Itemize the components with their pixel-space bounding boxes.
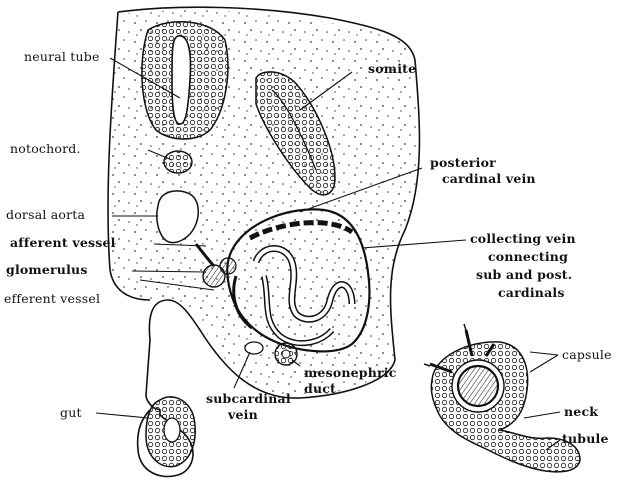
label-collecting-vein-line4: cardinals [498,286,565,300]
label-tubule: tubule [562,432,609,446]
label-mesonephric-duct-line2: duct [304,382,336,396]
label-glomerulus: glomerulus [6,263,88,277]
label-somite: somite [368,62,416,76]
label-collecting-vein-line2: connecting [488,250,568,264]
label-efferent-vessel: efferent vessel [4,292,100,306]
label-neck: neck [564,405,598,419]
label-notochord: notochord. [10,142,81,156]
label-neural-tube: neural tube [24,50,100,64]
subcardinal-vein-shape [245,342,263,354]
gut-shape [146,397,195,467]
notochord-shape [164,151,192,173]
label-collecting-vein-line3: sub and post. [476,268,572,282]
label-dorsal-aorta: dorsal aorta [6,208,85,222]
label-capsule: capsule [562,348,612,362]
label-afferent-vessel: afferent vessel [10,236,116,250]
label-posterior-cardinal-vein-line2: cardinal vein [442,172,536,186]
label-gut: gut [60,406,82,420]
label-posterior-cardinal-vein-line1: posterior [430,156,496,170]
label-collecting-vein-line1: collecting vein [470,232,576,246]
label-subcardinal-vein-line2: vein [228,408,258,422]
label-mesonephric-duct-line1: mesonephric [304,366,397,380]
label-subcardinal-vein-line1: subcardinal [206,392,291,406]
inset-corpuscle [424,324,580,472]
neural-tube-shape [142,22,228,139]
